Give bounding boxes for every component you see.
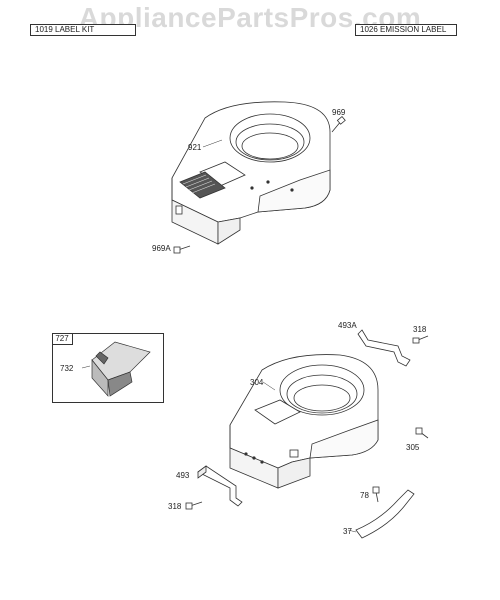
blower-housing-304 <box>229 354 379 489</box>
screw-78-drawing <box>372 486 380 503</box>
part-label-305[interactable]: 305 <box>406 443 420 452</box>
part-label-732[interactable]: 732 <box>60 364 74 373</box>
part-label-727: 727 <box>52 333 73 345</box>
part-label-969a[interactable]: 969A <box>152 244 171 253</box>
part-label-493[interactable]: 493 <box>176 471 190 480</box>
screw-969-drawing <box>331 115 346 133</box>
air-guide-732 <box>91 341 151 397</box>
part-label-318-top[interactable]: 318 <box>413 325 427 334</box>
bracket-493a-drawing <box>357 329 411 367</box>
part-label-78[interactable]: 78 <box>360 491 369 500</box>
screw-318-top-drawing <box>412 335 429 344</box>
inset-frame-727 <box>52 333 164 403</box>
part-label-304[interactable]: 304 <box>250 378 264 387</box>
part-label-318-bottom[interactable]: 318 <box>168 502 182 511</box>
part-label-37[interactable]: 37 <box>343 527 352 536</box>
deflector-37-drawing <box>355 489 415 539</box>
screw-318-bottom-drawing <box>185 501 203 510</box>
part-label-969[interactable]: 969 <box>332 108 346 117</box>
label-kit-box: 1019 LABEL KIT <box>30 24 136 36</box>
part-label-921[interactable]: 921 <box>188 143 202 152</box>
blower-housing-921 <box>171 101 331 245</box>
screw-305-drawing <box>415 427 429 439</box>
bracket-493-drawing <box>197 465 243 507</box>
emission-label-box: 1026 EMISSION LABEL <box>355 24 457 36</box>
screw-969a-drawing <box>173 245 191 254</box>
part-label-493a[interactable]: 493A <box>338 321 357 330</box>
